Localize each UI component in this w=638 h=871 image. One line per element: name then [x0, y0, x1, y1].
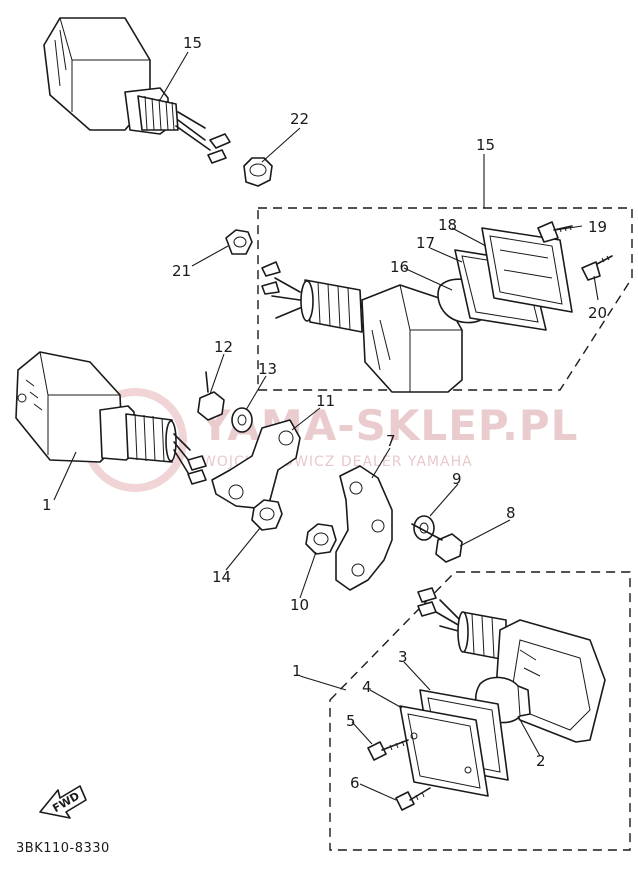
callout-9: 9 — [452, 470, 462, 488]
screw-19 — [537, 221, 573, 243]
turn-signal-left — [15, 351, 207, 485]
lens-18 — [481, 227, 573, 313]
callout-18: 18 — [438, 216, 457, 234]
callout-13: 13 — [258, 360, 277, 378]
callout-17: 17 — [416, 234, 435, 252]
callout-5: 5 — [346, 712, 356, 730]
screw-5 — [367, 739, 409, 761]
nut-14 — [251, 499, 283, 531]
washer-13 — [231, 407, 253, 433]
callout-1-left: 1 — [42, 496, 52, 514]
callout-3: 3 — [398, 648, 408, 666]
bracket-7 — [335, 465, 393, 591]
callout-22: 22 — [290, 110, 309, 128]
callout-19: 19 — [588, 218, 607, 236]
callout-15-top: 15 — [183, 34, 202, 52]
assembly-outline-15 — [257, 207, 633, 391]
callout-10: 10 — [290, 596, 309, 614]
leader-lines — [53, 51, 599, 801]
callout-12: 12 — [214, 338, 233, 356]
nut-22 — [243, 157, 273, 187]
callout-4: 4 — [362, 678, 372, 696]
callout-14: 14 — [212, 568, 231, 586]
screw-6 — [395, 787, 431, 811]
callout-15-right: 15 — [476, 136, 495, 154]
callout-11: 11 — [316, 392, 335, 410]
lens-4 — [399, 705, 489, 797]
callout-1-right: 1 — [292, 662, 302, 680]
turn-signal-right-upper — [261, 261, 463, 393]
callout-16: 16 — [390, 258, 409, 276]
bolt-12 — [197, 371, 225, 421]
callout-2: 2 — [536, 752, 546, 770]
washer-21 — [225, 229, 253, 255]
nut-10 — [305, 523, 337, 555]
screw-20 — [581, 255, 613, 281]
diagram-reference-code: 3BK110-8330 — [16, 841, 110, 856]
bolt-8 — [411, 523, 463, 563]
turn-signal-top-left — [43, 17, 231, 164]
callout-labels: 15 22 15 18 17 16 19 20 21 12 13 11 1 14… — [42, 34, 607, 792]
callout-21: 21 — [172, 262, 191, 280]
callout-7: 7 — [386, 432, 396, 450]
callout-20: 20 — [588, 304, 607, 322]
washer-9 — [413, 515, 435, 541]
forward-arrow: FWD — [39, 785, 87, 819]
callout-6: 6 — [350, 774, 360, 792]
callout-8: 8 — [506, 504, 516, 522]
